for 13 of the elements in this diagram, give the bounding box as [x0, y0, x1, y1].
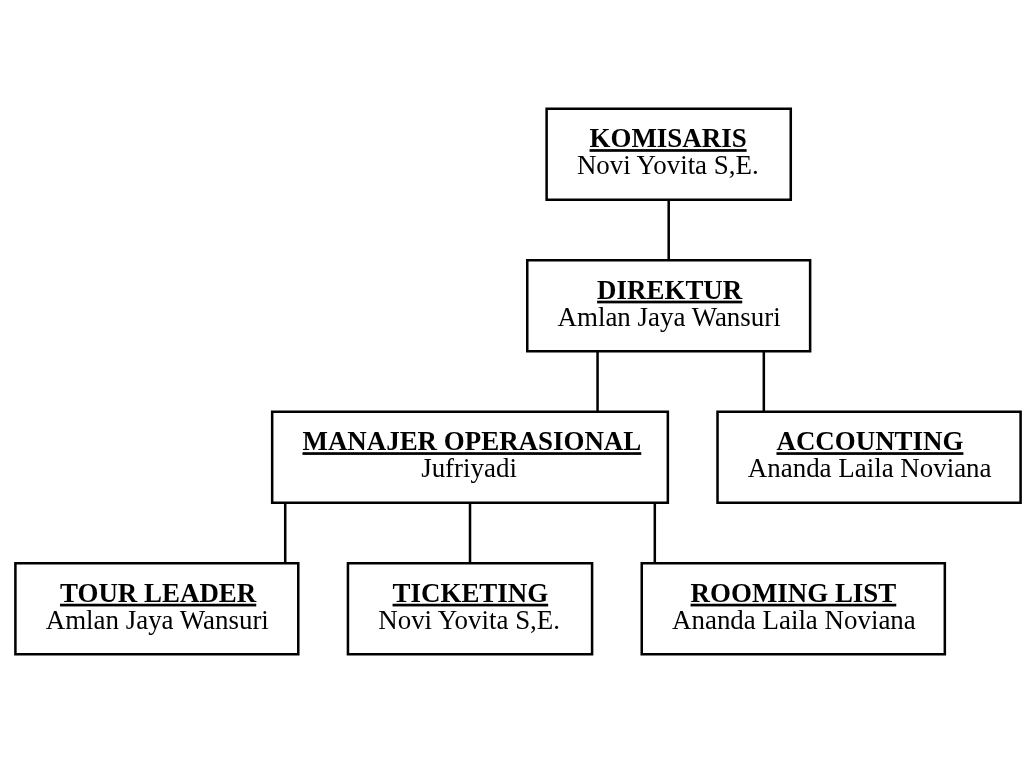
node-box: ROOMING LIST Ananda Laila Noviana: [640, 562, 947, 656]
node-box: TOUR LEADER Amlan Jaya Wansuri: [14, 562, 300, 656]
connector: [468, 502, 472, 563]
connector: [667, 199, 670, 260]
connector: [596, 351, 599, 412]
connector: [653, 502, 657, 563]
connector: [283, 502, 287, 563]
node-box: KOMISARIS Novi Yovita S,E.: [545, 107, 793, 201]
node-box: ACCOUNTING Ananda Laila Noviana: [716, 410, 1022, 504]
node-box: DIREKTUR Amlan Jaya Wansuri: [526, 259, 812, 353]
node-box: TICKETING Novi Yovita S,E.: [346, 562, 594, 656]
node-box: MANAJER OPERASIONAL Jufriyadi: [270, 410, 670, 504]
connector: [762, 351, 766, 412]
